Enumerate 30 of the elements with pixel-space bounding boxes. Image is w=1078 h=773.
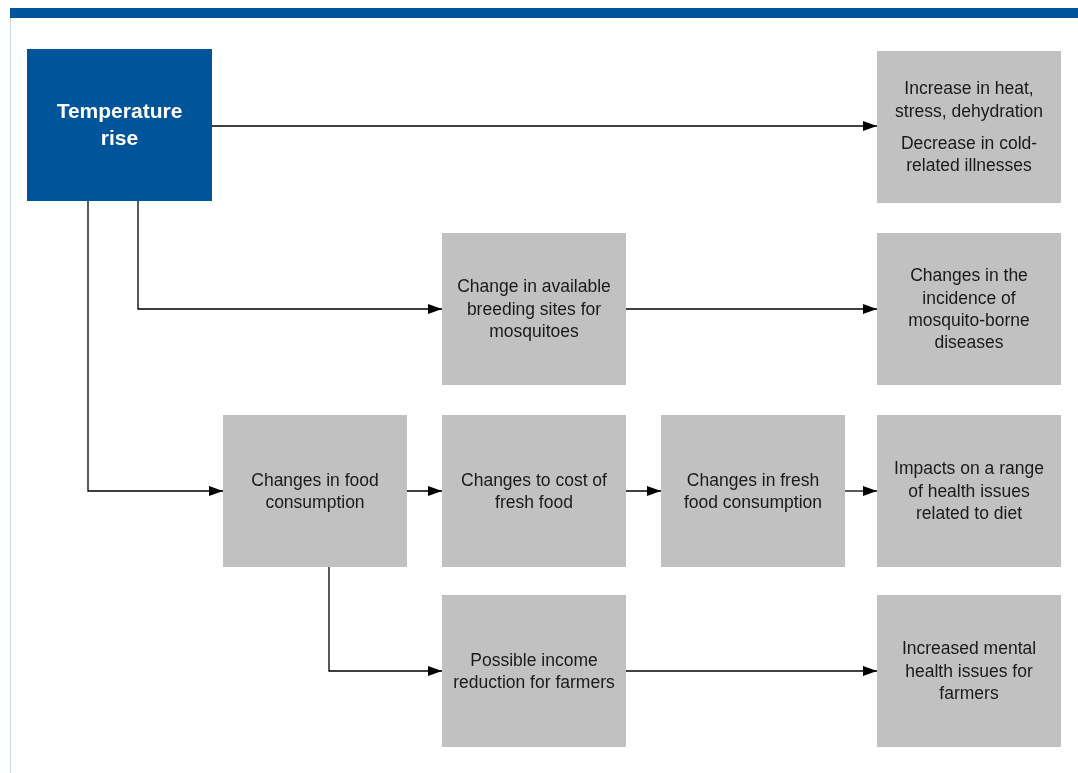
- cause-box: [27, 49, 212, 201]
- effect-box: [877, 595, 1061, 747]
- box-text: Increase in heat, stress, dehydration: [894, 77, 1044, 122]
- box-text: Increased mental health issues for farmers: [900, 637, 1038, 705]
- arrow: [137, 200, 443, 314]
- arrow: [406, 486, 443, 496]
- effect-box: [877, 233, 1061, 385]
- box-text: Impacts on a range of health issues related to diet: [893, 457, 1045, 525]
- box-text: Changes in the incidence of mosquito-borne diseases: [907, 264, 1031, 354]
- box-text: Possible income reduction for farmers: [452, 648, 616, 694]
- arrow: [625, 486, 662, 496]
- arrow: [844, 486, 878, 496]
- effect-box: [442, 595, 626, 747]
- arrow: [211, 121, 878, 131]
- arrow: [625, 304, 878, 314]
- effect-box: [877, 415, 1061, 567]
- effect-box: [442, 233, 626, 385]
- box-text: Changes in food consumption: [250, 468, 380, 514]
- box-text: Temperature rise: [55, 98, 184, 151]
- effect-box: [661, 415, 845, 567]
- effect-box: [442, 415, 626, 567]
- box-text: Decrease in cold-related illnesses: [899, 132, 1039, 177]
- arrow: [87, 200, 224, 496]
- box-text: Changes to cost of fresh food: [460, 468, 608, 514]
- arrow: [328, 566, 443, 676]
- box-text: Changes in fresh food consumption: [682, 468, 824, 514]
- effect-box: [223, 415, 407, 567]
- box-text: Change in available breeding sites for mosquitoes: [456, 275, 612, 343]
- effect-box: [877, 51, 1061, 203]
- arrow: [625, 666, 878, 676]
